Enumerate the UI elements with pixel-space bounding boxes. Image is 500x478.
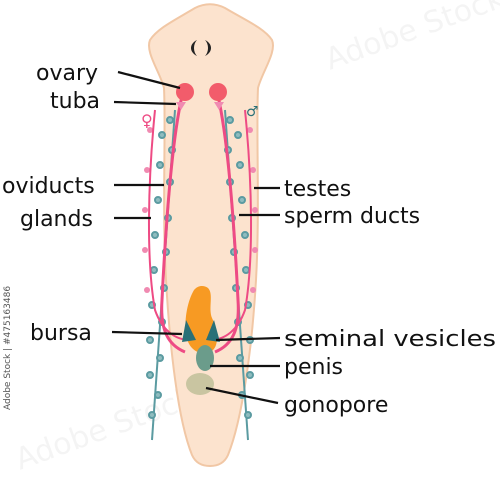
female-symbol: ♀ bbox=[141, 111, 153, 130]
male-symbol: ♂ bbox=[246, 104, 259, 120]
gonopore bbox=[186, 373, 214, 395]
testes bbox=[142, 127, 258, 293]
label-ovary: ovary bbox=[36, 61, 98, 86]
label-tuba: tuba bbox=[50, 89, 100, 114]
leader-gonopore bbox=[205, 386, 279, 405]
seminal-vesicle-left bbox=[182, 320, 196, 342]
leader-seminal-vesicles bbox=[215, 336, 281, 342]
tuba-left bbox=[176, 102, 186, 110]
ovary-right bbox=[209, 83, 227, 101]
label-seminal-vesicles: seminal vesicles bbox=[284, 327, 496, 352]
svg-text:Adobe Stock: Adobe Stock bbox=[321, 0, 500, 78]
label-gonopore: gonopore bbox=[284, 393, 388, 418]
label-oviducts: oviducts bbox=[2, 174, 95, 199]
stock-id-text: Adobe Stock | #475163486 bbox=[3, 286, 13, 410]
leader-tuba bbox=[113, 100, 177, 106]
oviduct-left bbox=[160, 95, 186, 354]
label-glands: glands bbox=[20, 207, 93, 232]
label-penis: penis bbox=[284, 355, 343, 380]
tuba-right bbox=[214, 102, 224, 110]
leader-ovary bbox=[117, 70, 181, 90]
left-eye bbox=[191, 40, 197, 56]
label-bursa: bursa bbox=[30, 321, 92, 346]
leader-lines bbox=[111, 70, 281, 405]
label-testes: testes bbox=[284, 177, 351, 202]
seminal-vesicle-right bbox=[206, 320, 220, 342]
penis bbox=[196, 345, 214, 371]
sperm-duct-right bbox=[209, 109, 253, 341]
ovary-left bbox=[176, 83, 194, 101]
svg-text:Adobe Stock: Adobe Stock bbox=[11, 380, 200, 477]
eyes bbox=[191, 40, 211, 56]
label-sperm-ducts: sperm ducts bbox=[284, 204, 420, 229]
right-eye bbox=[205, 40, 211, 56]
leader-bursa bbox=[111, 330, 183, 336]
